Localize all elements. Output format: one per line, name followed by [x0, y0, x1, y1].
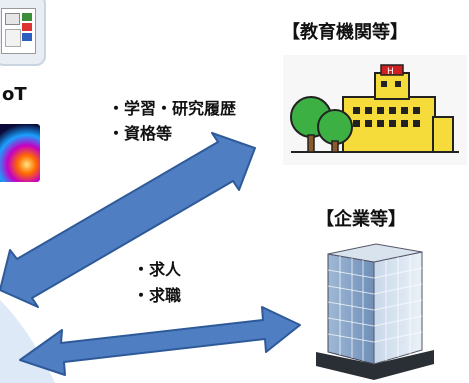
- corporate-heading: 【企業等】: [316, 209, 406, 230]
- education-heading: 【教育機関等】: [282, 22, 408, 43]
- education-exchange-arrow: [0, 132, 256, 308]
- svg-text:H: H: [387, 67, 394, 77]
- education-item-2: ・資格等: [108, 124, 173, 143]
- partial-label: oT: [2, 84, 27, 105]
- iot-image: [0, 124, 40, 182]
- corporate-item-2: ・求職: [133, 286, 182, 305]
- education-item-1: ・学習・研究履歴: [108, 99, 237, 118]
- office-building-icon: [316, 243, 434, 380]
- corporate-item-1: ・求人: [133, 260, 182, 279]
- school-building-icon: H: [283, 55, 467, 165]
- corporate-exchange-arrow: [19, 306, 301, 376]
- tablet-icon: [0, 0, 46, 66]
